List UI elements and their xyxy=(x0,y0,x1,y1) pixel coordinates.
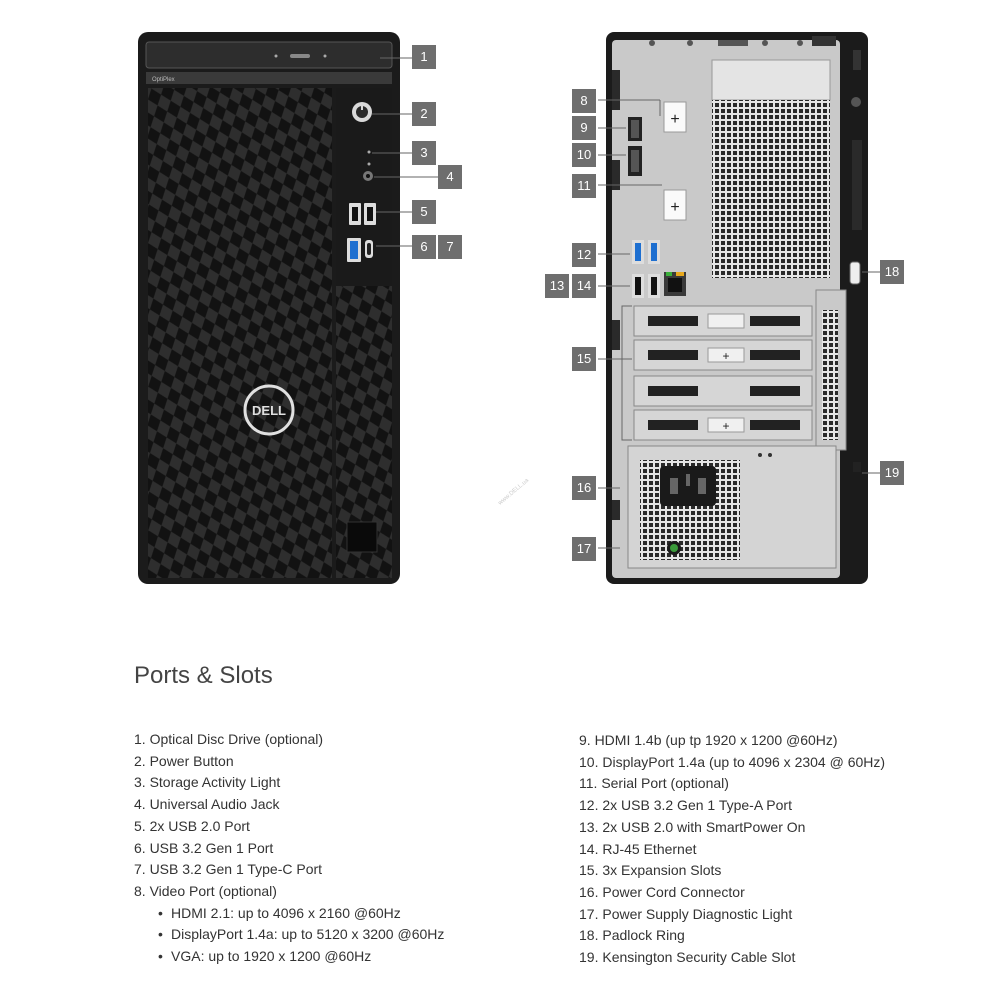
callout-11: 11 xyxy=(572,174,596,198)
back-chassis: + + xyxy=(497,32,868,584)
ports-list-left: 1. Optical Disc Drive (optional) 2. Powe… xyxy=(134,729,554,968)
list-item: 3. Storage Activity Light xyxy=(134,774,281,791)
list-item: 15. 3x Expansion Slots xyxy=(579,862,722,879)
list-item: 9. HDMI 1.4b (up tp 1920 x 1200 @60Hz) xyxy=(579,732,838,748)
front-chassis: OptiPlex xyxy=(138,32,400,584)
product-figure: OptiPlex xyxy=(138,32,904,584)
computer-illustration: OptiPlex xyxy=(138,32,880,584)
sub-list-item: • HDMI 2.1: up to 4096 x 2160 @60Hz xyxy=(134,903,554,925)
audio-jack-icon xyxy=(363,171,373,181)
callout-5: 5 xyxy=(412,200,436,224)
ethernet-port-icon xyxy=(664,272,686,296)
power-supply xyxy=(627,445,837,569)
usb-port-icon xyxy=(349,203,376,225)
callout-16: 16 xyxy=(572,476,596,500)
list-item: 19. Kensington Security Cable Slot xyxy=(579,949,796,966)
section-title: Ports & Slots xyxy=(134,662,273,689)
svg-text:+: + xyxy=(670,199,679,216)
callout-13: 13 xyxy=(545,274,569,298)
list-item: 11. Serial Port (optional) xyxy=(579,775,729,792)
dell-logo: DELL xyxy=(243,384,295,436)
list-item: 13. 2x USB 2.0 with SmartPower On xyxy=(579,818,806,835)
callout-14: 14 xyxy=(572,274,596,298)
hdmi-port-icon xyxy=(628,117,642,141)
list-item: 17. Power Supply Diagnostic Light xyxy=(579,905,793,922)
list-item: 14. RJ-45 Ethernet xyxy=(579,840,697,857)
svg-text:+: + xyxy=(670,111,679,128)
list-item: 18. Padlock Ring xyxy=(579,927,685,944)
callout-2: 2 xyxy=(412,102,436,126)
callout-17: 17 xyxy=(572,537,596,561)
ports-list-right: 9. HDMI 1.4b (up tp 1920 x 1200 @60Hz) 1… xyxy=(579,730,979,969)
list-item: 4. Universal Audio Jack xyxy=(134,796,280,813)
list-item: 10. DisplayPort 1.4a (up to 4096 x 2304 … xyxy=(579,753,886,770)
callout-10: 10 xyxy=(572,143,596,167)
svg-text:+: + xyxy=(722,419,729,433)
callout-6: 6 xyxy=(412,235,436,259)
svg-text:+: + xyxy=(722,349,729,363)
list-item: 5. 2x USB 2.0 Port xyxy=(134,817,250,834)
list-item: 16. Power Cord Connector xyxy=(579,883,745,900)
list-item: 2. Power Button xyxy=(134,752,234,769)
callout-4: 4 xyxy=(438,165,462,189)
bullet: • xyxy=(158,948,163,965)
list-item: 6. USB 3.2 Gen 1 Port xyxy=(134,839,274,856)
list-item: 8. Video Port (optional) xyxy=(134,882,277,899)
callout-18: 18 xyxy=(880,260,904,284)
power-button-icon xyxy=(352,102,372,122)
sub-list-item: • VGA: up to 1920 x 1200 @60Hz xyxy=(134,946,554,968)
callout-8: 8 xyxy=(572,89,596,113)
bullet: • xyxy=(158,904,163,921)
list-item: 12. 2x USB 3.2 Gen 1 Type-A Port xyxy=(579,797,792,814)
model-label: OptiPlex xyxy=(152,77,175,83)
list-item: 1. Optical Disc Drive (optional) xyxy=(134,731,324,747)
callout-7: 7 xyxy=(438,235,462,259)
callout-15: 15 xyxy=(572,347,596,371)
power-connector-icon xyxy=(660,466,716,506)
callout-3: 3 xyxy=(412,141,436,165)
displayport-icon xyxy=(628,146,642,176)
callout-1: 1 xyxy=(412,45,436,69)
list-item: 7. USB 3.2 Gen 1 Type-C Port xyxy=(134,861,323,878)
expansion-slots: + + xyxy=(633,305,813,441)
callout-9: 9 xyxy=(572,116,596,140)
front-grille xyxy=(148,88,332,578)
bullet: • xyxy=(158,926,163,943)
fan-vent xyxy=(712,100,830,278)
sub-list-item: • DisplayPort 1.4a: up to 5120 x 3200 @6… xyxy=(134,924,554,946)
svg-text:DELL: DELL xyxy=(252,403,286,418)
callout-12: 12 xyxy=(572,243,596,267)
callout-19: 19 xyxy=(880,461,904,485)
watermark: www.DELL.ua xyxy=(497,477,531,507)
optical-drive xyxy=(145,41,393,69)
